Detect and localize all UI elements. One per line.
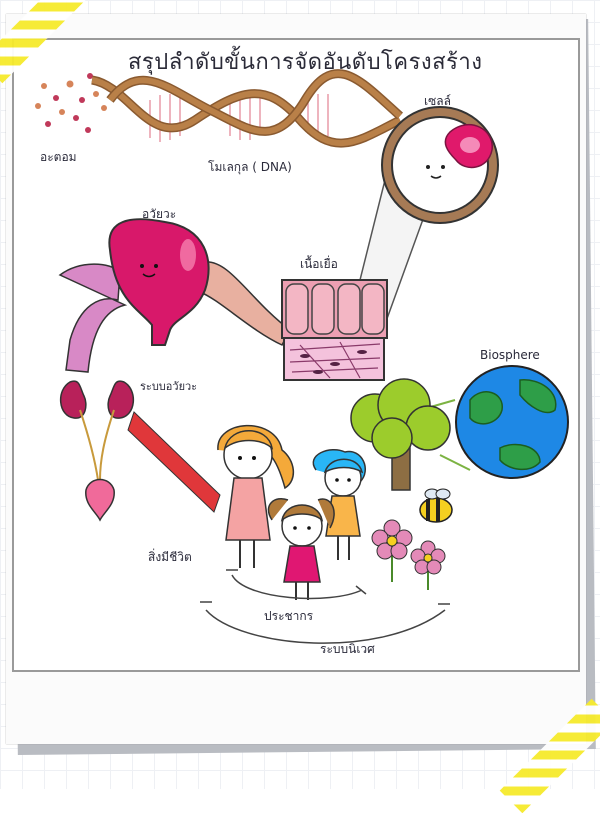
label-cell: เซลล์	[424, 92, 451, 111]
label-organ: อวัยวะ	[142, 205, 176, 224]
diagram-title: สรุปลำดับขั้นการจัดอันดับโครงสร้าง	[128, 44, 482, 79]
label-tissue: เนื้อเยื่อ	[300, 255, 338, 274]
bracket-lines	[200, 570, 450, 643]
bee-drawing	[420, 489, 452, 522]
label-biosphere: Biosphere	[480, 348, 540, 362]
label-organ-system: ระบบอวัยวะ	[140, 377, 197, 395]
girl-orange-drawing	[218, 426, 293, 568]
tissue-drawing	[282, 280, 387, 380]
label-population: ประชากร	[264, 607, 313, 626]
label-organism: สิ่งมีชีวิต	[148, 548, 192, 567]
label-atom: อะตอม	[40, 148, 77, 167]
girl-pink-drawing	[268, 499, 334, 600]
organ-drawing	[60, 219, 290, 372]
label-molecule: โมเลกุล ( DNA)	[208, 158, 292, 177]
diagram-artwork	[0, 0, 600, 789]
dna-helix	[92, 74, 400, 143]
flowers-drawing	[372, 520, 445, 590]
organ-system-drawing	[61, 381, 220, 520]
tree-drawing	[351, 379, 450, 490]
label-ecosystem: ระบบนิเวศ	[320, 640, 375, 659]
